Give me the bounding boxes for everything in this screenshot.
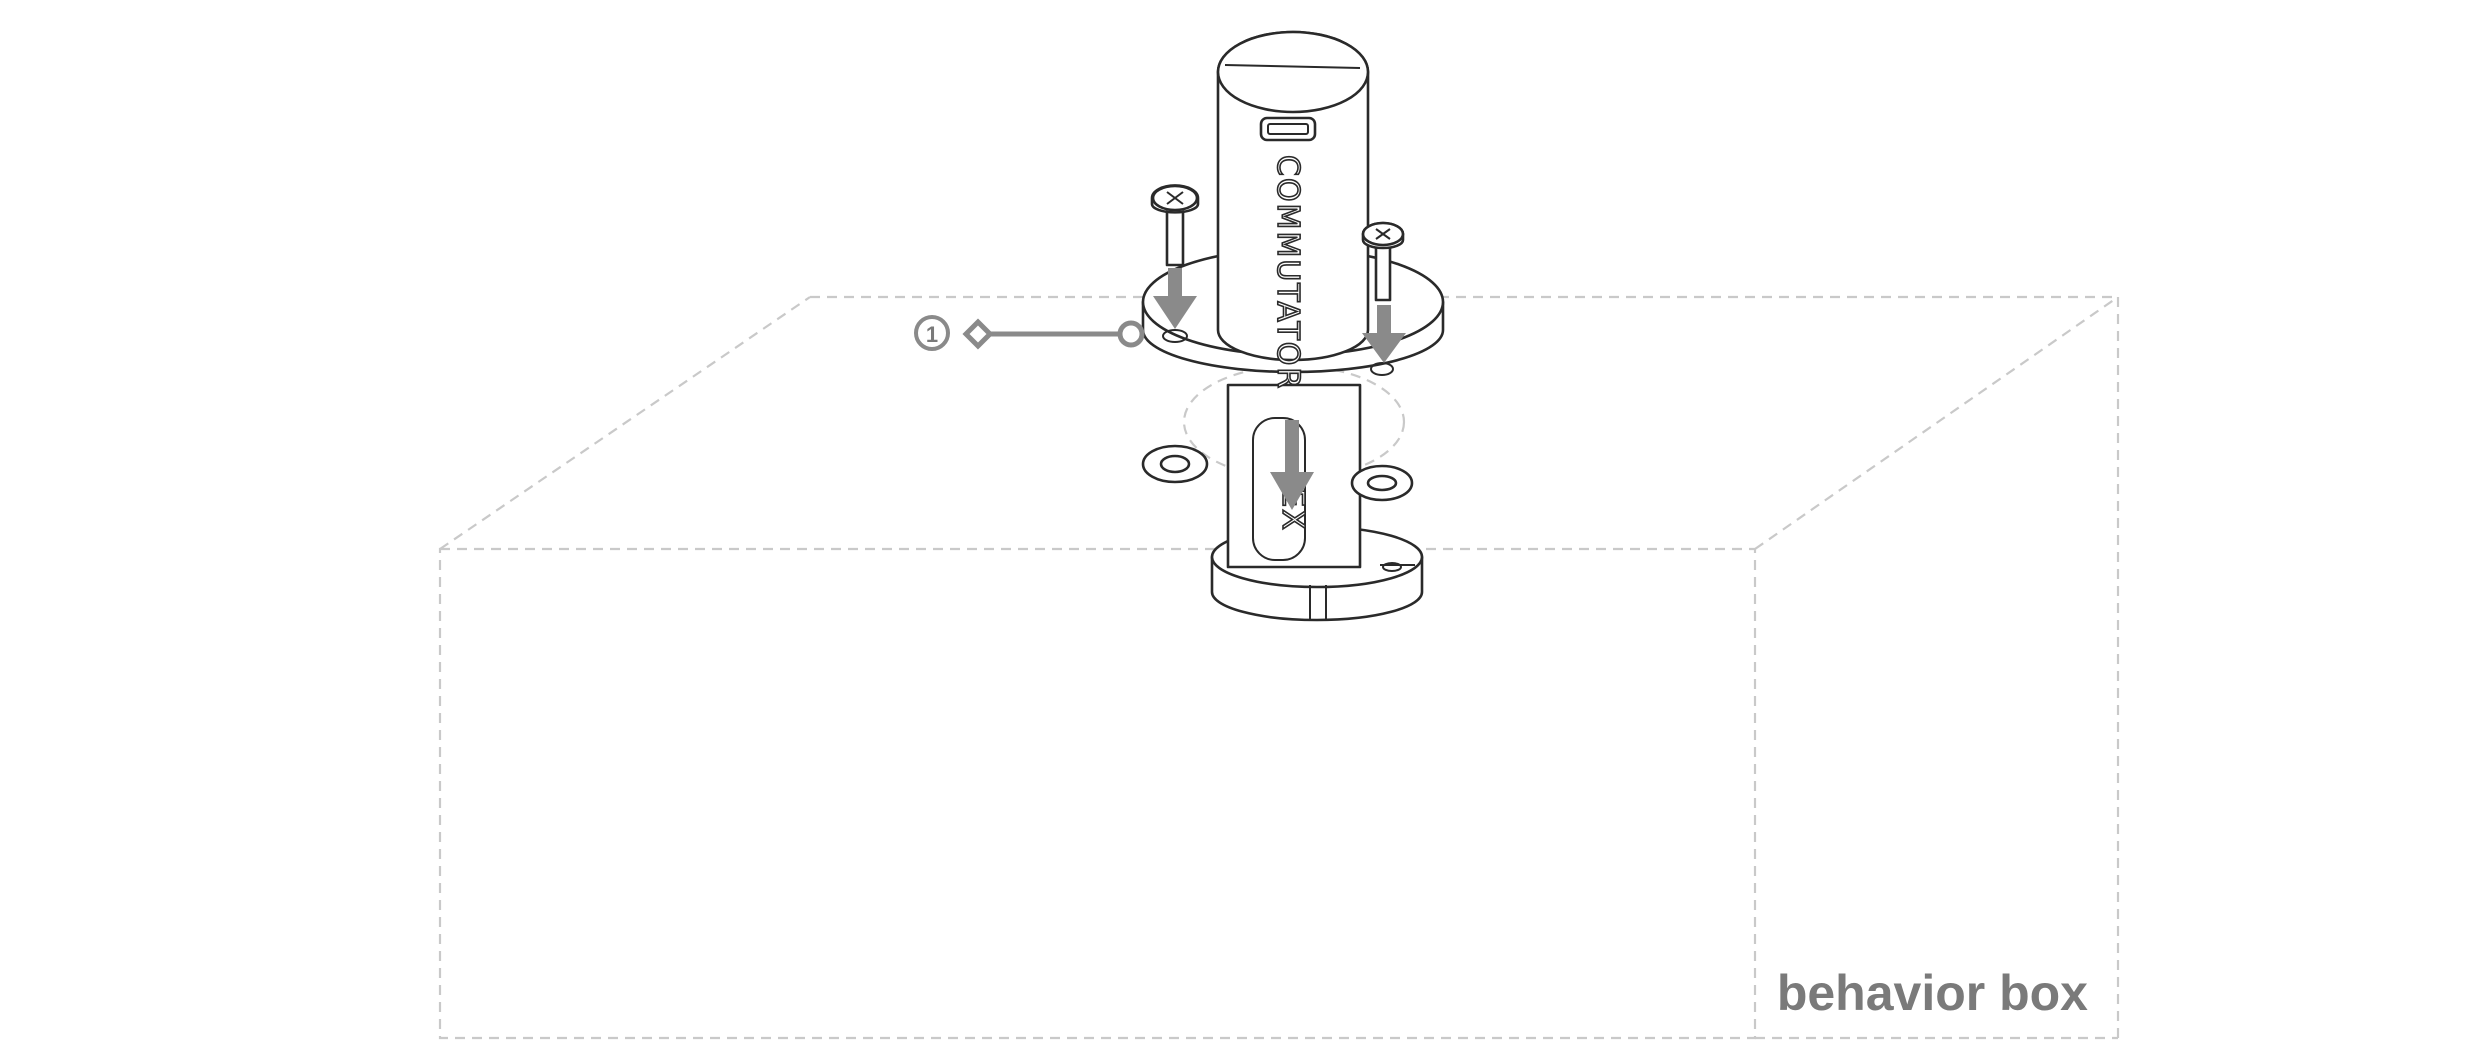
screw-icon — [1361, 221, 1405, 302]
usb-port-icon — [1259, 116, 1317, 142]
screw-icon — [1150, 184, 1200, 267]
down-arrow-icon — [1362, 305, 1406, 363]
down-arrow-icon — [1153, 268, 1197, 329]
down-arrow-icon — [1270, 420, 1314, 510]
washer-icon — [1141, 444, 1209, 484]
behavior-box-outline — [438, 295, 2120, 1040]
callout-number: 1 — [926, 322, 938, 347]
commutator-body: COMMUTATOR — [1216, 30, 1370, 391]
behavior-box-label: behavior box — [1777, 965, 2088, 1021]
washer-icon — [1350, 464, 1414, 502]
callout-1: 1 — [914, 315, 1145, 351]
plate-hole-right — [1370, 362, 1394, 376]
callout-marker-icon — [962, 318, 994, 350]
commutator-label: COMMUTATOR — [1270, 155, 1305, 390]
plate-hole-left — [1162, 329, 1188, 343]
